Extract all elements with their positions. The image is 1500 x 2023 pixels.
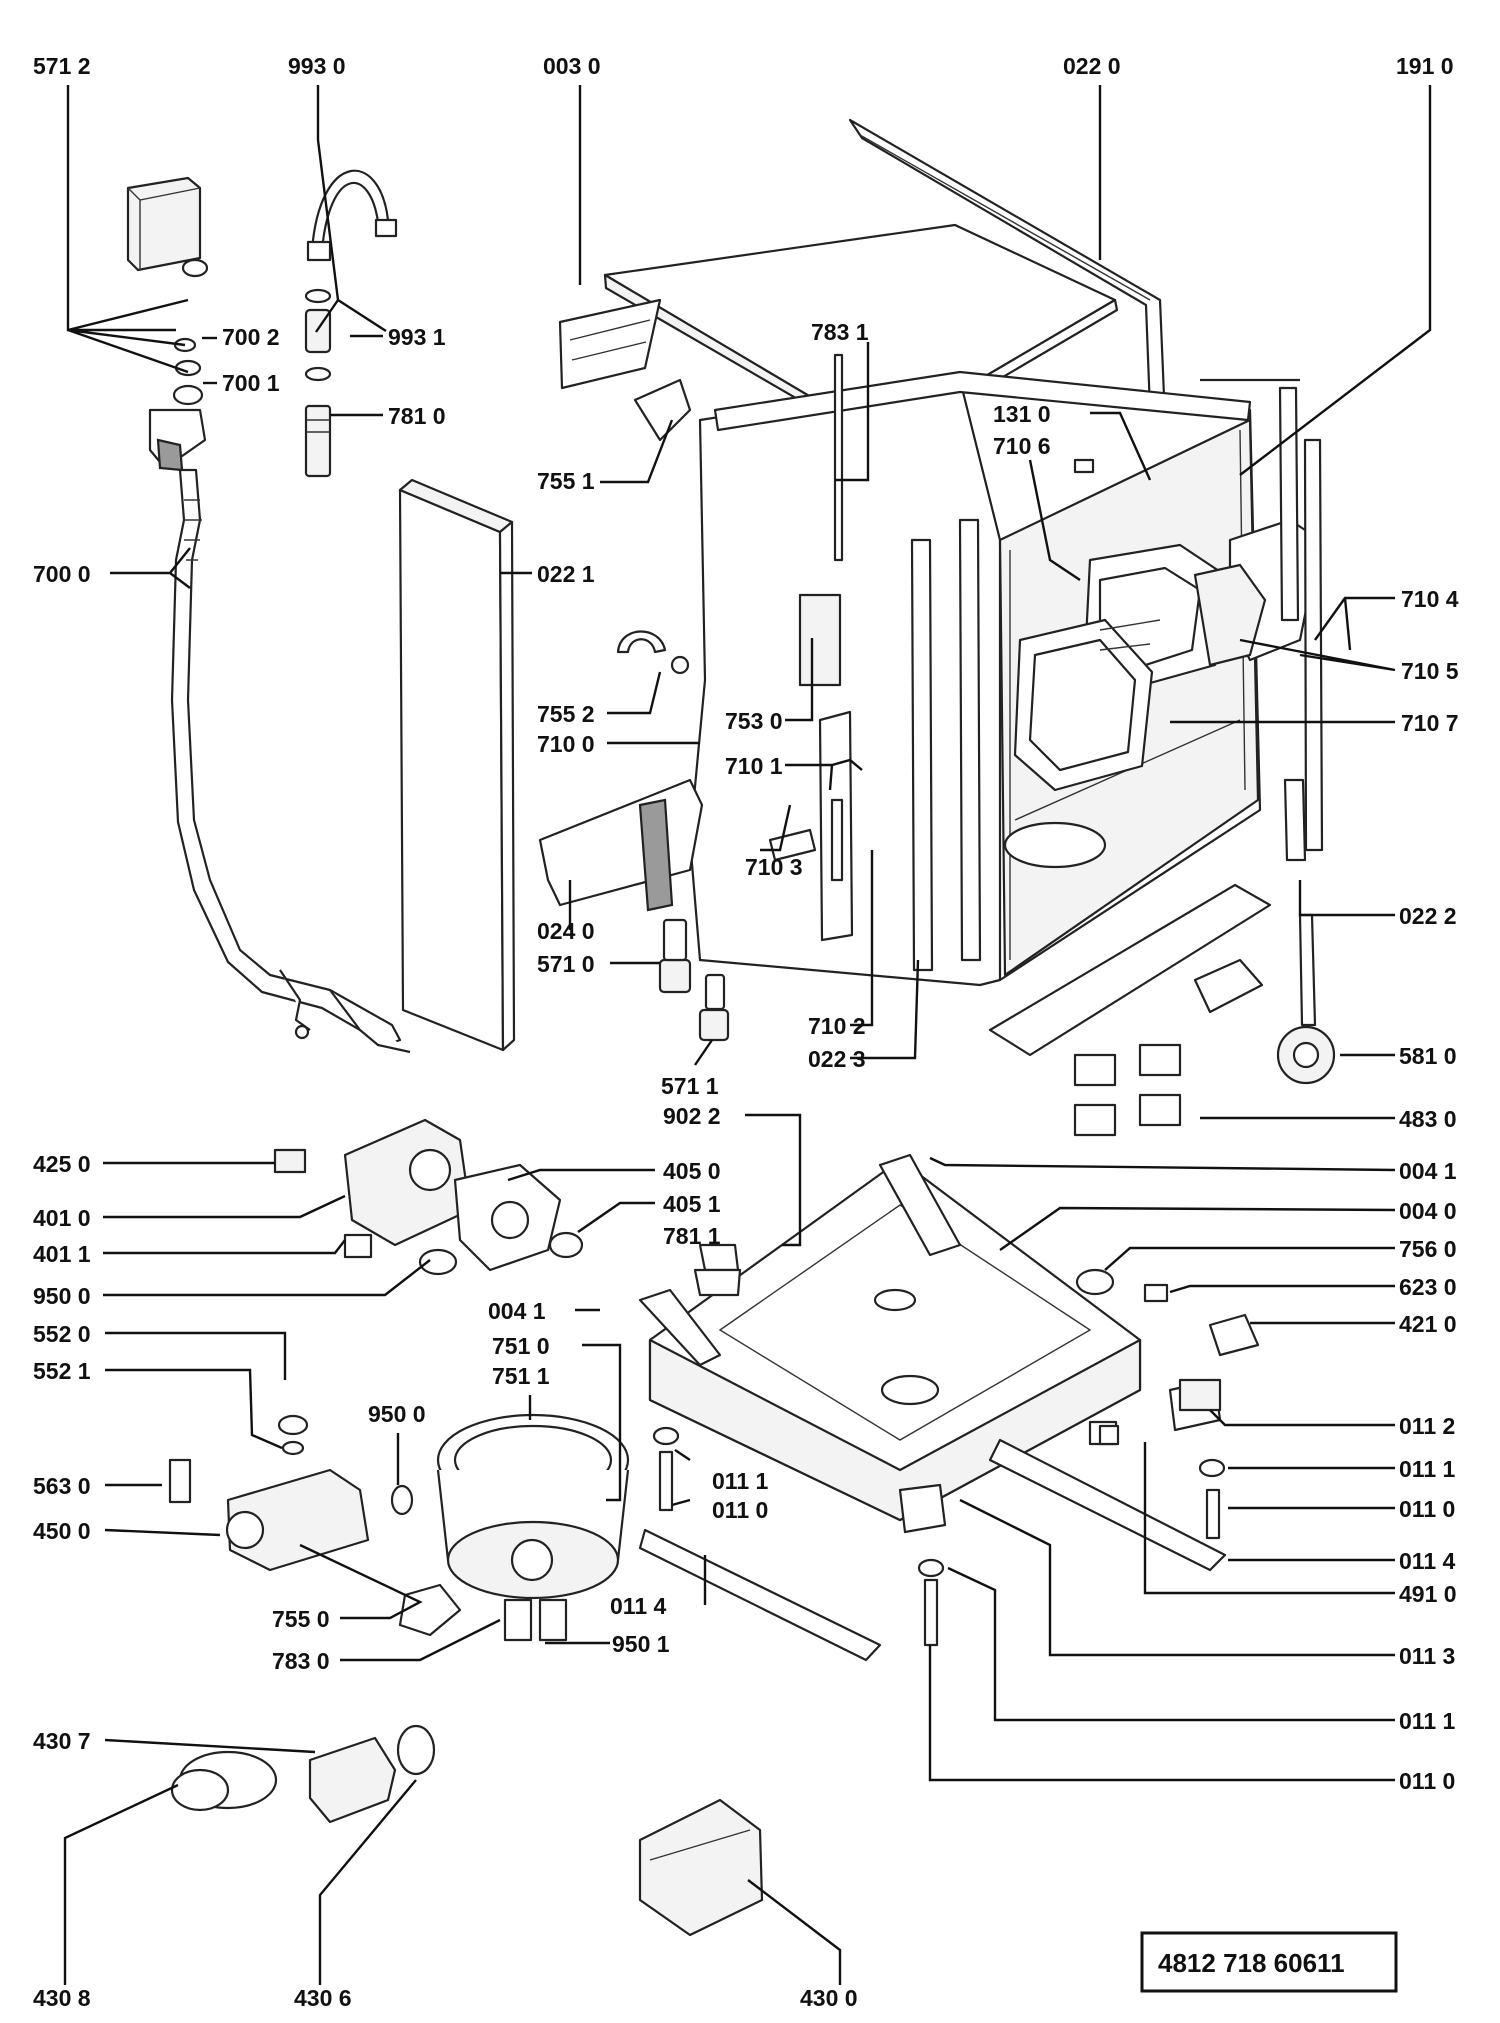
- callout-label: 430 0: [800, 1985, 858, 2011]
- motor-430: [170, 1724, 764, 1937]
- callout-label: 401 1: [33, 1241, 91, 1267]
- callout-label: 004 1: [1399, 1158, 1457, 1184]
- sump-751-0: [436, 1413, 630, 1642]
- callout-label: 571 1: [661, 1073, 719, 1099]
- callout-label: 950 0: [33, 1283, 91, 1309]
- callout-label: 751 0: [492, 1333, 550, 1359]
- callout-label: 950 1: [612, 1631, 670, 1657]
- callout-label: 022 3: [808, 1046, 866, 1072]
- callout-label: 753 0: [725, 708, 783, 734]
- callout-label: 700 0: [33, 561, 91, 587]
- callout-label: 011 2: [1399, 1413, 1455, 1439]
- callout-label: 022 2: [1399, 903, 1457, 929]
- callout-label: 710 2: [808, 1013, 866, 1039]
- callout-label: 581 0: [1399, 1043, 1457, 1069]
- document-number-box: [1140, 1931, 1398, 1993]
- tub-body-710-0: [688, 370, 1262, 987]
- callout-label: 011 3: [1399, 1643, 1455, 1669]
- callout-label: 022 1: [537, 561, 595, 587]
- callout-label: 430 8: [33, 1985, 91, 2011]
- callout-label: 993 1: [388, 324, 446, 350]
- callout-label: 571 2: [33, 53, 91, 79]
- callout-label: 003 0: [543, 53, 601, 79]
- callout-label: 950 0: [368, 1401, 426, 1427]
- callout-label: 710 1: [725, 753, 783, 779]
- pump-housing-401-0: [273, 1118, 742, 1297]
- callout-label: 004 0: [1399, 1198, 1457, 1224]
- callout-label: 902 2: [663, 1103, 721, 1129]
- callout-label: 491 0: [1399, 1581, 1457, 1607]
- callout-label: 011 4: [610, 1593, 666, 1619]
- base-tray-004-0: [638, 1153, 1142, 1522]
- bracket-024-0: [538, 778, 704, 912]
- callout-label: 425 0: [33, 1151, 91, 1177]
- side-panel-022-1: [398, 478, 516, 1052]
- drain-hose-993-0: [304, 169, 398, 478]
- callout-label: 781 0: [388, 403, 446, 429]
- callout-label: 024 0: [537, 918, 595, 944]
- callout-label: 552 0: [33, 1321, 91, 1347]
- callout-label: 710 3: [745, 854, 803, 880]
- callout-label: 421 0: [1399, 1311, 1457, 1337]
- callout-label: 191 0: [1396, 53, 1454, 79]
- callout-label: 011 0: [712, 1497, 768, 1523]
- callout-label: 004 1: [488, 1298, 546, 1324]
- callout-label: 450 0: [33, 1518, 91, 1544]
- callout-labels: 571 2 993 0 003 0 022 0 191 0 700 2 993 …: [33, 53, 1459, 2011]
- callout-label: 755 0: [272, 1606, 330, 1632]
- callout-label: 710 4: [1401, 586, 1459, 612]
- callout-label: 483 0: [1399, 1106, 1457, 1132]
- callout-label: 751 1: [492, 1363, 550, 1389]
- callout-label: 710 0: [537, 731, 595, 757]
- leader-lines: [63, 85, 1432, 1985]
- callout-label: 571 0: [537, 951, 595, 977]
- callout-label: 552 1: [33, 1358, 91, 1384]
- callout-label: 781 1: [663, 1223, 721, 1249]
- callout-label: 011 0: [1399, 1768, 1455, 1794]
- door-seal-191-0: [1200, 378, 1324, 862]
- callout-label: 563 0: [33, 1473, 91, 1499]
- kick-plate: [988, 883, 1272, 1057]
- callout-label: 700 2: [222, 324, 280, 350]
- callout-label: 401 0: [33, 1205, 91, 1231]
- part-drawings: [126, 118, 1336, 1937]
- document-number-text: 4812 718 60611: [1158, 1948, 1345, 1978]
- callout-label: 430 7: [33, 1728, 91, 1754]
- small-parts: [1075, 1268, 1260, 1446]
- callout-label: 756 0: [1399, 1236, 1457, 1262]
- callout-label: 710 6: [993, 433, 1051, 459]
- callout-label: 011 1: [712, 1468, 768, 1494]
- pressure-switch-581-0: [1276, 913, 1336, 1085]
- callout-label: 710 5: [1401, 658, 1459, 684]
- callout-label: 022 0: [1063, 53, 1121, 79]
- callout-label: 783 0: [272, 1648, 330, 1674]
- document-number: 4812 718 60611: [1140, 1931, 1398, 1993]
- valve-box-571-2: [126, 176, 209, 472]
- inlet-hose-700-0: [170, 468, 411, 1054]
- callout-label: 993 0: [288, 53, 346, 79]
- callout-label: 131 0: [993, 401, 1051, 427]
- callout-label: 011 1: [1399, 1456, 1455, 1482]
- heater-450-0: [168, 1414, 462, 1637]
- callout-label: 405 0: [663, 1158, 721, 1184]
- callout-label: 783 1: [811, 319, 869, 345]
- callout-label: 011 1: [1399, 1708, 1455, 1734]
- callout-label: 405 1: [663, 1191, 721, 1217]
- callout-label: 710 7: [1401, 710, 1459, 736]
- connectors-483-0: [1073, 1043, 1182, 1137]
- valves-571: [658, 918, 730, 1042]
- callout-label: 011 4: [1399, 1548, 1455, 1574]
- callout-label: 700 1: [222, 370, 280, 396]
- hinge-parts: [616, 353, 844, 862]
- callout-label: 623 0: [1399, 1274, 1457, 1300]
- callout-label: 430 6: [294, 1985, 352, 2011]
- callout-label: 755 2: [537, 701, 595, 727]
- callout-label: 755 1: [537, 468, 595, 494]
- callout-label: 011 0: [1399, 1496, 1455, 1522]
